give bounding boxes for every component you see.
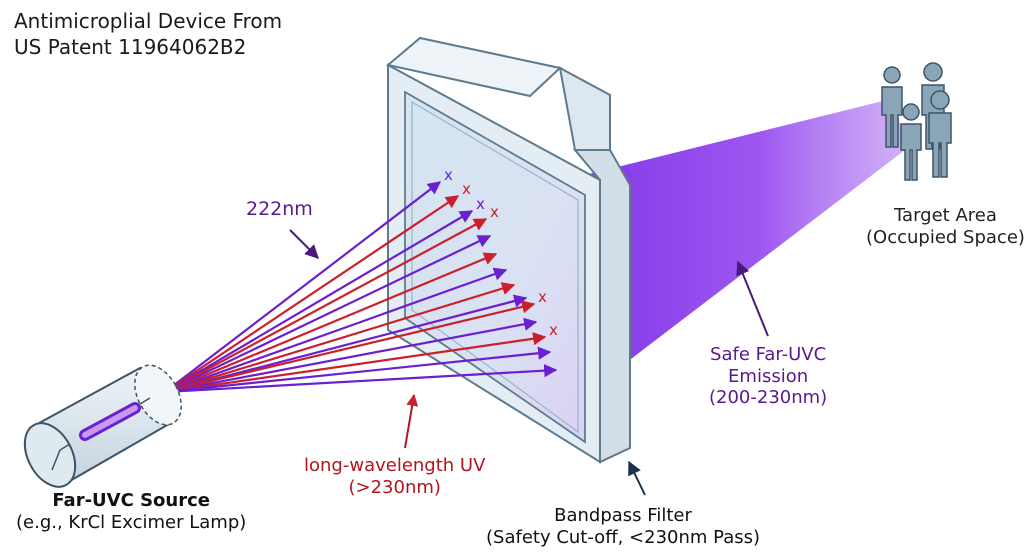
ray-red-4 [164,218,488,393]
filter-line2: (Safety Cut-off, <230nm Pass) [486,526,760,548]
safe-line1: Safe Far-UVC [710,344,827,365]
target-line2: (Occupied Space) [866,226,1024,248]
blocked-mark-4: x [490,203,499,221]
title-line2: US Patent 11964062B2 [14,35,247,59]
source-line1: Far-UVC Source [52,490,210,511]
blocked-mark-1: x [444,166,453,184]
long-line1: long-wavelength UV [304,455,486,476]
blocked-mark-3: x [476,195,485,213]
label-long-wavelength: long-wavelength UV (>230nm) [304,455,485,498]
label-far-uvc-source: Far-UVC Source (e.g., KrCl Excimer Lamp) [16,490,246,533]
long-line2: (>230nm) [348,476,441,498]
safe-line2: Emission [728,365,809,387]
source-line2: (e.g., KrCl Excimer Lamp) [16,511,247,533]
blocked-mark-12: x [549,321,558,339]
ray-purple-13 [164,346,552,394]
blocked-mark-2: x [462,180,471,198]
target-line1: Target Area [894,205,997,226]
ray-red-2 [164,195,460,393]
bandpass-filter-icon [385,36,631,464]
ray-purple-7 [164,267,508,394]
ray-purple-1 [164,181,442,393]
label-bandpass-filter: Bandpass Filter (Safety Cut-off, <230nm … [486,505,760,548]
people-icon [881,62,952,181]
ray-purple-14 [164,364,558,394]
ray-purple-3 [164,210,474,393]
ray-red-10 [164,300,536,394]
label-safe-emission: Safe Far-UVC Emission (200-230nm) [709,344,827,409]
ray-purple-5 [164,235,492,393]
blocked-mark-10: x [538,288,547,306]
ray-red-12 [164,332,547,394]
page-title: Antimicroplial Device From US Patent 119… [14,8,282,60]
ray-purple-11 [164,317,538,394]
arrow-bandpass-filter [628,460,646,496]
label-222nm: 222nm [246,198,313,220]
safe-line3: (200-230nm) [709,387,828,409]
label-target-area: Target Area (Occupied Space) [866,205,1024,248]
far-uvc-emission-beam [585,98,905,375]
filter-line1: Bandpass Filter [554,505,692,526]
ray-purple-9 [164,294,528,394]
arrow-long-wavelength [404,393,419,449]
ray-red-6 [164,252,498,394]
arrow-safe-emission [736,260,769,337]
arrow-222nm [289,229,319,259]
title-line1: Antimicroplial Device From [14,9,283,33]
lamp-icon [23,364,182,488]
ray-red-8 [164,282,516,394]
